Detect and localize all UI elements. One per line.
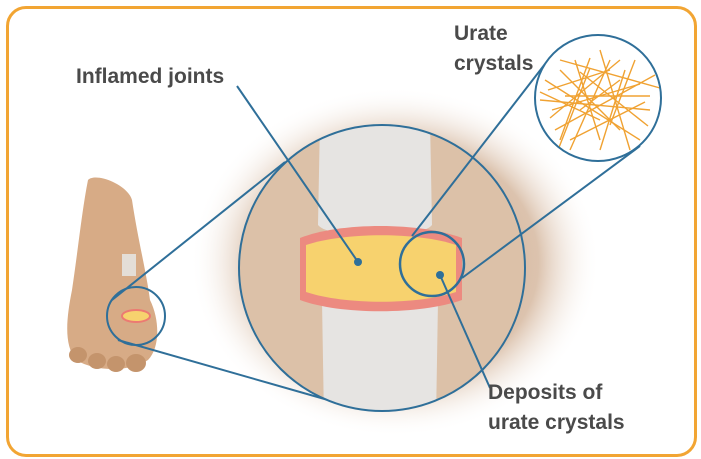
label-deposits-line2: urate crystals [488,408,625,438]
foot-illustration [67,178,165,372]
label-deposits-line1: Deposits of [488,378,625,408]
label-urate-crystals: Urate crystals [454,19,533,79]
inflamed-cartilage [306,235,456,302]
label-inflamed-joints: Inflamed joints [76,62,224,92]
toe-4 [126,354,146,372]
label-deposits: Deposits of urate crystals [488,378,625,438]
toe-1 [69,347,87,363]
label-inflamed-joints-text: Inflamed joints [76,62,224,92]
upper-bone [318,120,432,236]
toe-3 [107,356,125,372]
label-urate-line2: crystals [454,49,533,79]
toe-2 [88,353,106,369]
lower-bone [322,294,438,420]
toe-joint-inflammation [122,310,150,322]
foot-shape [67,178,157,369]
foot-bone-highlight [122,254,136,276]
label-urate-line1: Urate [454,19,533,49]
